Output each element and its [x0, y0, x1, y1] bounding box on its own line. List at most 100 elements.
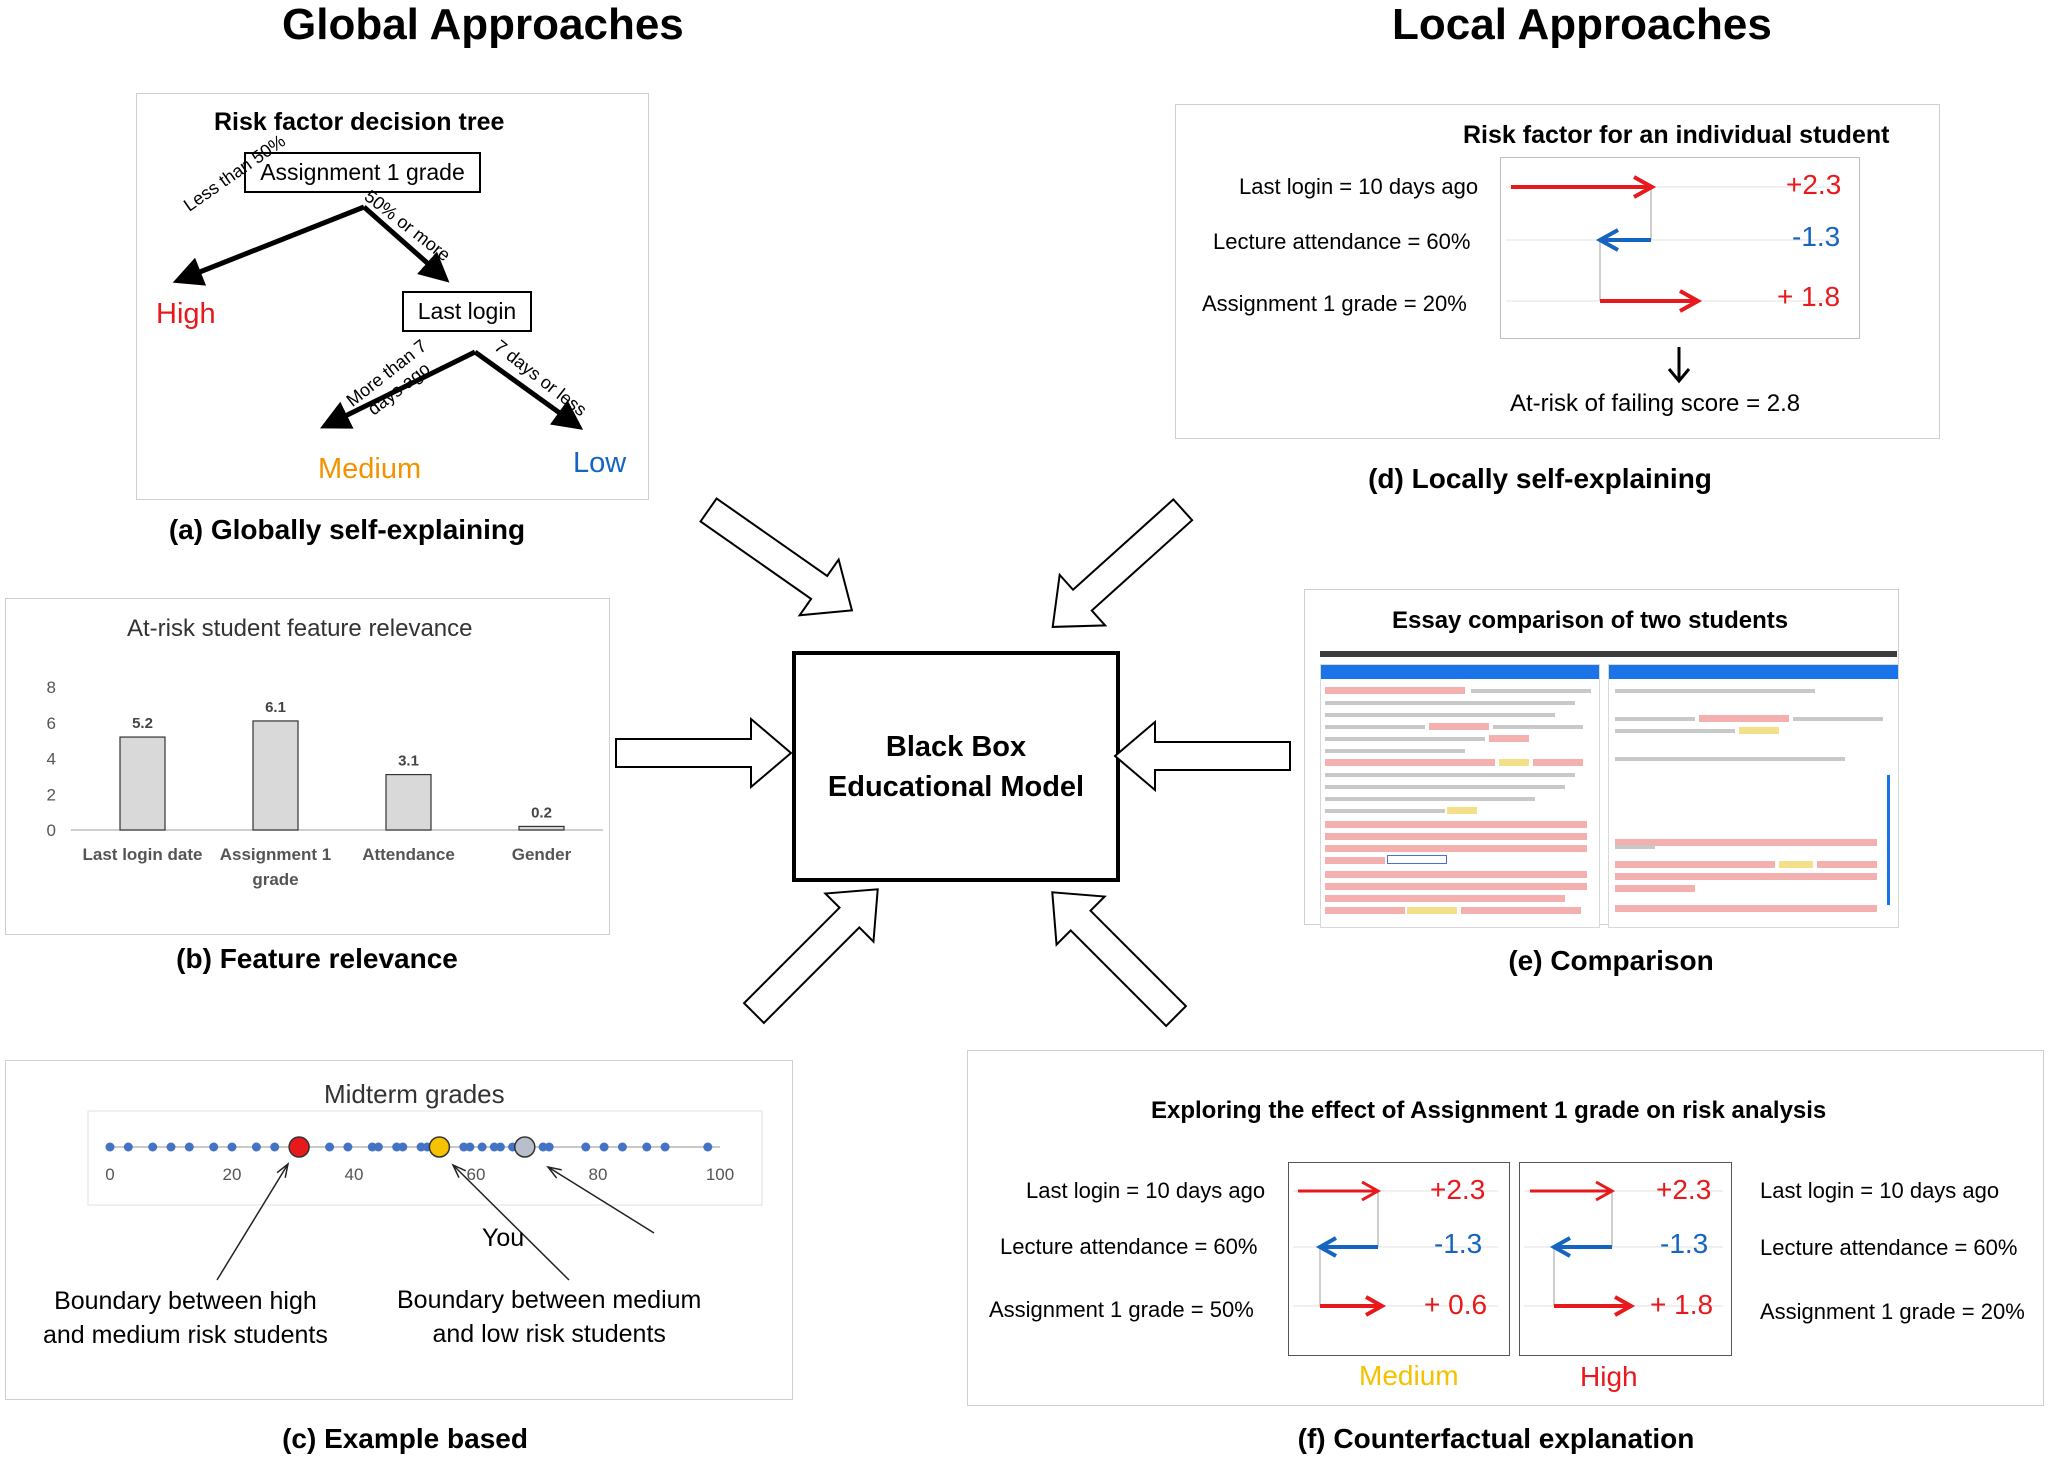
grade-point: [660, 1142, 670, 1152]
grade-point: [227, 1142, 237, 1152]
grade-point: [495, 1142, 505, 1152]
arrow-to-a: [699, 497, 854, 617]
dot-x-tick: 20: [223, 1165, 242, 1184]
grade-point: [398, 1142, 408, 1152]
tree-node-last-login: Last login: [402, 291, 532, 332]
edge-more-than-7: [320, 349, 477, 429]
cf-right-value-3: + 1.8: [1650, 1289, 1714, 1320]
edge-less-than-50: [172, 204, 365, 286]
caption-d: (d) Locally self-explaining: [1368, 463, 1712, 494]
cf-right-arrow-login: [1530, 1180, 1616, 1202]
local-arrow-attendance: [1595, 228, 1651, 252]
tree-node-assignment-grade: Assignment 1 grade: [244, 152, 481, 193]
bar-y-tick: 8: [47, 678, 56, 697]
dot-x-tick: 60: [467, 1165, 486, 1184]
local-arrow-login: [1511, 175, 1657, 199]
leaf-low: Low: [573, 447, 627, 479]
caption-c: (c) Example based: [282, 1423, 528, 1454]
bar-y-tick: 4: [47, 750, 56, 769]
cf-outcome-medium: Medium: [1359, 1360, 1459, 1391]
local-risk-result: At-risk of failing score = 2.8: [1510, 390, 1801, 417]
dot-x-tick: 80: [589, 1165, 608, 1184]
grade-point: [270, 1142, 280, 1152]
bar-value-label: 5.2: [132, 715, 153, 732]
local-approaches-heading: Local Approaches: [1392, 0, 1772, 49]
leaf-high: High: [156, 298, 216, 330]
bar-category-label: Last login date: [83, 845, 203, 864]
grade-point: [166, 1142, 176, 1152]
local-row-value-1: +2.3: [1786, 169, 1842, 200]
black-box-model: Black Box Educational Model: [792, 651, 1120, 882]
panel-d-local-risk: Risk factor for an individual student La…: [1175, 104, 1940, 439]
pointer-medium-low-head: [546, 1165, 562, 1179]
caption-f: (f) Counterfactual explanation: [1297, 1423, 1695, 1454]
caption-e: (e) Comparison: [1508, 945, 1714, 976]
local-row-value-3: + 1.8: [1777, 281, 1841, 312]
essay-left: [1320, 664, 1600, 928]
grade-point: [373, 1142, 383, 1152]
bar: [252, 720, 299, 831]
cf-right-label-2: Lecture attendance = 60%: [1760, 1235, 2018, 1260]
edge-50-or-more: [362, 205, 450, 283]
cf-right-arrow-assignment: [1554, 1295, 1636, 1317]
bar-value-label: 6.1: [265, 699, 286, 716]
grade-point: [105, 1142, 115, 1152]
arrow-to-c: [742, 888, 879, 1025]
local-row-label-3: Assignment 1 grade = 20%: [1202, 291, 1467, 316]
bar-category-label: grade: [252, 870, 298, 889]
essay-right: [1608, 664, 1899, 928]
cf-left-arrow-login: [1298, 1180, 1382, 1202]
bar: [518, 825, 565, 831]
grade-point: [465, 1142, 475, 1152]
cf-right-value-2: -1.3: [1660, 1228, 1709, 1259]
essay-right-header: [1609, 665, 1898, 679]
dot-plot-frame: [87, 1110, 763, 1206]
essay-left-header: [1321, 665, 1599, 679]
cf-left-arrow-attendance: [1315, 1236, 1378, 1258]
grade-point: [703, 1142, 713, 1152]
pointer-you-head: [451, 1163, 467, 1178]
bar-category-label: Assignment 1: [220, 845, 331, 864]
grade-point: [251, 1142, 261, 1152]
label-boundary-medium-low-2: and low risk students: [432, 1320, 666, 1348]
panel-f-counterfactual: Exploring the effect of Assignment 1 gra…: [967, 1050, 2044, 1406]
counterfactual-arrows: [1293, 1180, 1723, 1317]
grade-point: [148, 1142, 158, 1152]
leaf-medium: Medium: [318, 453, 422, 485]
grade-point: [343, 1142, 353, 1152]
local-risk-frame: [1500, 157, 1860, 339]
black-box-line-1: Black Box: [885, 730, 1027, 763]
result-down-arrow: [1667, 347, 1691, 384]
bar: [119, 736, 166, 831]
panel-a-decision-tree: Risk factor decision tree Assignment 1 g…: [136, 93, 649, 500]
dot-x-tick: 100: [706, 1165, 734, 1184]
grade-point: [209, 1142, 219, 1152]
cf-left-value-3: + 0.6: [1424, 1289, 1488, 1320]
decision-tree-title: Risk factor decision tree: [214, 108, 505, 136]
grade-point: [123, 1142, 133, 1152]
local-row-label-2: Lecture attendance = 60%: [1213, 229, 1471, 254]
local-row-label-1: Last login = 10 days ago: [1239, 174, 1479, 199]
cf-right-arrow-attendance: [1549, 1236, 1612, 1258]
grade-point: [581, 1142, 591, 1152]
cf-right-label-1: Last login = 10 days ago: [1760, 1178, 2000, 1203]
bar-category-label: Gender: [512, 845, 572, 864]
cf-left-label-1: Last login = 10 days ago: [1026, 1178, 1266, 1203]
grade-point: [477, 1142, 487, 1152]
pointer-you: [452, 1164, 570, 1281]
cf-left-arrow-assignment: [1320, 1295, 1387, 1317]
bar-value-label: 0.2: [531, 804, 552, 821]
grade-point: [325, 1142, 335, 1152]
local-risk-title: Risk factor for an individual student: [1463, 121, 1890, 149]
arrow-to-b: [615, 716, 793, 790]
caption-b: (b) Feature relevance: [176, 943, 458, 974]
cf-left-label-2: Lecture attendance = 60%: [1000, 1234, 1258, 1259]
counterfactual-title: Exploring the effect of Assignment 1 gra…: [1151, 1097, 1827, 1124]
cf-left-value-2: -1.3: [1434, 1228, 1483, 1259]
edge-7-or-less: [473, 349, 584, 430]
arrow-to-d: [1051, 497, 1194, 628]
essay-comparison-title: Essay comparison of two students: [1392, 607, 1789, 634]
arrow-to-e: [1113, 719, 1291, 793]
